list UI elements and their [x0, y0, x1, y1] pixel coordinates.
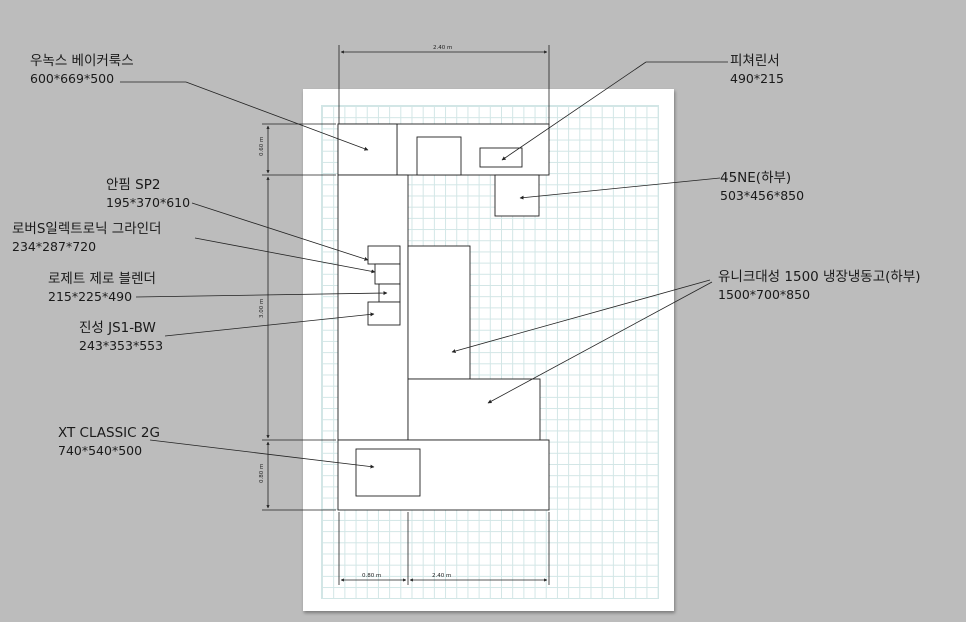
callout-xt: XT CLASSIC 2G 740*540*500: [58, 424, 160, 460]
callout-xt-title: XT CLASSIC 2G: [58, 425, 160, 441]
fridge-horizontal: [407, 378, 541, 441]
callout-pitcher: 피쳐린서 490*215: [730, 52, 784, 88]
callout-robus-title: 로버S일렉트로닉 그라인더: [12, 221, 162, 237]
leader-xt: [149, 439, 375, 469]
bottom-right-dimension-label: 2.40 m: [432, 573, 451, 579]
callout-xt-dims: 740*540*500: [58, 443, 143, 458]
leader-pitcher: [501, 61, 647, 161]
callout-pitcher-title: 피쳐린서: [730, 53, 780, 69]
bottom-dimensions: [338, 512, 550, 585]
callout-anfim: 안핌 SP2 195*370*610: [106, 176, 190, 212]
jinsung-blender: [367, 301, 401, 326]
callout-jinsung: 진성 JS1-BW 243*353*553: [79, 319, 163, 355]
leader-robus: [194, 237, 376, 274]
callout-rosette-dims: 215*225*490: [48, 289, 133, 304]
callout-jinsung-title: 진성 JS1-BW: [79, 320, 156, 336]
counter-appliance: [416, 136, 462, 176]
xt-classic-machine: [355, 448, 421, 497]
callout-unique-dims: 1500*700*850: [718, 287, 811, 302]
left-dimension-top-label: 0.60 m: [259, 137, 265, 156]
left-dimension-middle-label: 3.00 m: [259, 299, 265, 318]
callout-oven-title: 우녹스 베이커룩스: [30, 53, 134, 69]
callout-45ne-title: 45NE(하부): [720, 170, 792, 186]
callout-oven: 우녹스 베이커룩스 600*669*500: [30, 52, 134, 88]
callout-pitcher-dims: 490*215: [730, 71, 784, 86]
callout-anfim-dims: 195*370*610: [106, 195, 191, 210]
leader-rosette: [135, 291, 388, 298]
pitcher-rinser: [479, 147, 523, 168]
callout-rosette-title: 로제트 제로 블렌더: [48, 271, 156, 287]
callout-robus: 로버S일렉트로닉 그라인더 234*287*720: [12, 220, 161, 256]
leader-fridge-horizontal: [487, 281, 713, 404]
fridge-vertical: [407, 245, 471, 380]
callout-robus-dims: 234*287*720: [12, 239, 97, 254]
callout-rosette: 로제트 제로 블렌더 215*225*490: [48, 270, 156, 306]
left-dimensions: [262, 123, 336, 511]
callout-unique: 유니크대성 1500 냉장냉동고(하부) 1500*700*850: [718, 268, 921, 304]
bottom-left-dimension-label: 0.80 m: [362, 573, 381, 579]
45ne-unit: [494, 174, 540, 217]
callout-jinsung-dims: 243*353*553: [79, 338, 164, 353]
callout-anfim-title: 안핌 SP2: [106, 177, 161, 193]
callout-unique-title: 유니크대성 1500 냉장냉동고(하부): [718, 269, 921, 285]
leader-anfim: [191, 202, 369, 261]
left-dimension-bottom-label: 0.80 m: [259, 464, 265, 483]
top-dimension-label: 2.40 m: [433, 45, 452, 51]
callout-oven-dims: 600*669*500: [30, 71, 115, 86]
anfim-grinder: [367, 245, 401, 265]
robus-grinder: [374, 263, 401, 285]
leader-45ne: [519, 177, 721, 200]
top-dimension: [338, 45, 550, 125]
callout-45ne: 45NE(하부) 503*456*850: [720, 169, 804, 205]
leader-fridge-vertical: [451, 279, 711, 353]
leader-oven: [185, 81, 369, 151]
callout-45ne-dims: 503*456*850: [720, 188, 805, 203]
leader-jinsung: [164, 312, 375, 337]
